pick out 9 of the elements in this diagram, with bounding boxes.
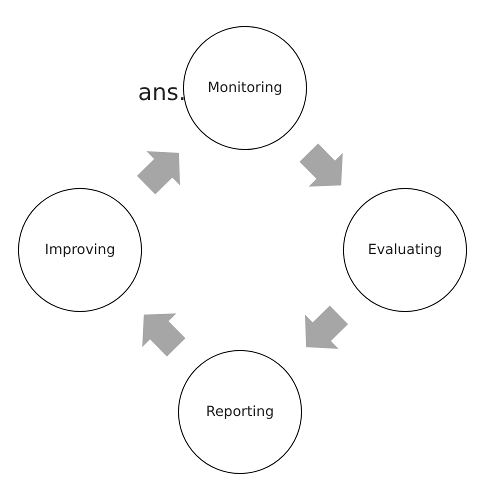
stage-label: Evaluating (368, 242, 442, 258)
partial-text: ans. (138, 80, 186, 106)
block-arrow (300, 144, 343, 187)
block-arrow (142, 313, 186, 356)
block-arrow (136, 151, 180, 194)
block-arrow (304, 306, 348, 349)
stage-label: Improving (44, 242, 116, 258)
stage-label: Monitoring (208, 80, 282, 96)
stage-label: Reporting (206, 404, 274, 420)
